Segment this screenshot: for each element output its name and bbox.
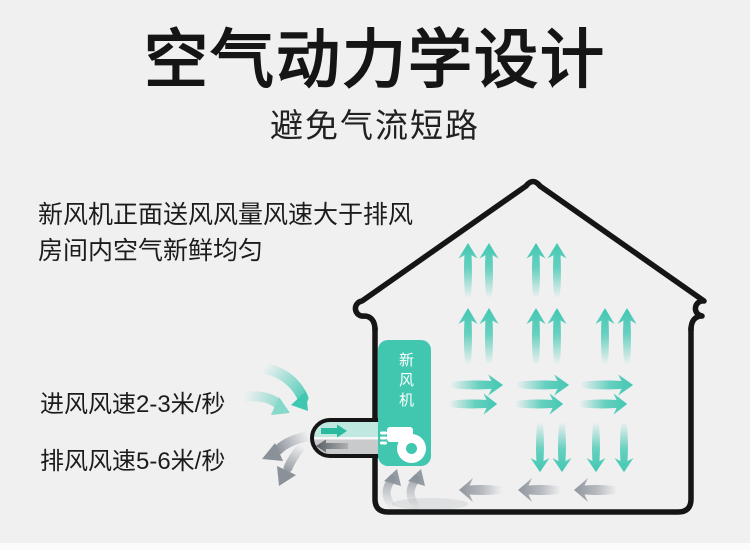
exhaust-arrow-icon [459,478,502,502]
description-line-2: 房间内空气新鲜均匀 [38,237,264,265]
fresh-air-arrow-icon [479,308,499,365]
intake-speed-label: 进风风速2-3米/秒 [40,391,226,418]
fresh-air-arrow-icon [617,308,637,365]
exhaust-arrow-icon [384,469,401,486]
fresh-air-arrow-icon [258,362,309,404]
outdoor-intake-arrows [239,362,309,415]
fresh-air-arrow-icon [586,421,606,473]
exhaust-arrow-icon [262,443,283,461]
fresh-air-arrow-icon [448,393,498,415]
fresh-air-arrow-icon [547,242,567,299]
fresh-air-arrow-icon [271,397,290,415]
fresh-air-arrow-icon [514,393,564,415]
fresh-air-arrow-icon [516,374,570,396]
floor-return-left-arrows [459,478,617,502]
fan-blower-icon [380,427,426,463]
exhaust-arrow-icon [277,466,296,486]
page-title: 空气动力学设计 [144,24,606,96]
fresh-air-arrow-icon [614,421,634,473]
fresh-air-arrow-icon [291,391,308,411]
fresh-air-arrow-icon [578,393,628,415]
exhaust-arrow-icon [518,478,561,502]
duct-exhaust-arrow-icon [316,439,348,453]
duct-intake-arrow-icon [321,424,347,438]
description-line-1: 新风机正面送风风量风速大于排风 [38,201,414,229]
fresh-air-unit [378,340,431,466]
fresh-air-arrow-icon [239,391,283,409]
fresh-air-arrow-icon [450,374,504,396]
fresh-air-arrow-icon [479,242,499,299]
fresh-air-arrow-icon [458,242,478,299]
bottom-strip [0,543,750,550]
fresh-air-arrow-icon [458,308,478,365]
fresh-air-unit-label: 新风机 [397,352,414,412]
exhaust-arrow-icon [273,431,314,455]
page-subtitle: 避免气流短路 [270,107,480,144]
house-walls [372,325,694,515]
fresh-air-arrow-icon [552,421,572,473]
exhaust-speed-label: 排风风速5-6米/秒 [40,448,226,475]
outdoor-exhaust-arrows [262,431,314,486]
house-roof [352,178,707,333]
fresh-air-arrow-icon [530,421,550,473]
floor-shadow [392,498,468,510]
fresh-air-arrow-icon [526,242,546,299]
exhaust-arrow-icon [283,441,307,473]
ceiling-up-arrows-row [458,242,567,299]
unit-exhaust-curl-arrows [382,469,425,509]
fresh-air-arrow-icon [595,308,615,365]
supply-right-arrows [448,374,634,415]
house-outline [352,178,707,515]
mid-up-arrows-row [458,308,637,365]
fresh-air-arrow-icon [526,308,546,365]
exhaust-arrow-icon [574,478,617,502]
description-text: 新风机正面送风风量风速大于排风 房间内空气新鲜均匀 [38,197,413,269]
exhaust-arrow-icon [408,469,425,486]
fresh-air-arrow-icon [547,308,567,365]
fresh-air-arrow-icon [580,374,634,396]
down-arrows-row [530,421,634,473]
